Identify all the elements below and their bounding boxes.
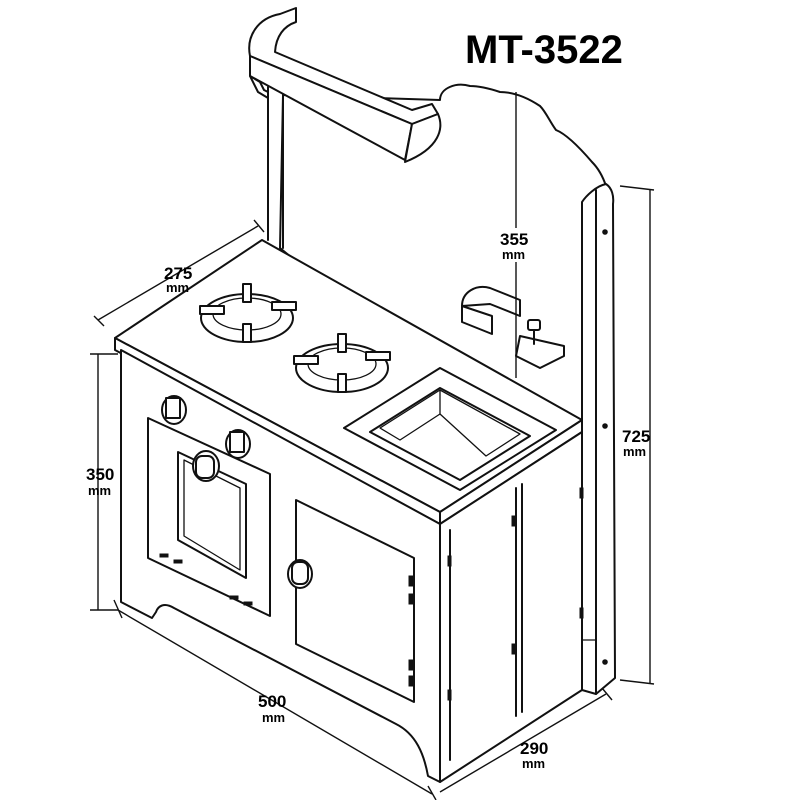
svg-text:mm: mm <box>522 756 545 771</box>
depth-label: 290 mm <box>520 739 548 771</box>
svg-text:mm: mm <box>502 247 525 262</box>
svg-text:350: 350 <box>86 465 114 484</box>
width-label: 500 mm <box>258 692 286 725</box>
cabinet-door <box>295 499 415 703</box>
svg-text:mm: mm <box>88 483 111 498</box>
svg-text:mm: mm <box>166 280 189 295</box>
right-side-panel <box>581 183 616 695</box>
counter-height-label: 350 mm <box>86 465 114 498</box>
dimension-lines <box>90 92 655 800</box>
burner-left <box>199 283 297 343</box>
svg-text:290: 290 <box>520 739 548 758</box>
svg-text:725: 725 <box>622 427 650 446</box>
sink <box>343 367 557 491</box>
svg-text:275: 275 <box>164 264 192 283</box>
faucet <box>461 286 565 369</box>
backboard-height-label: 355 mm <box>496 228 534 262</box>
svg-text:355: 355 <box>500 230 528 249</box>
svg-text:mm: mm <box>623 444 646 459</box>
model-number: MT-3522 <box>465 28 623 72</box>
burner-right <box>293 333 391 393</box>
control-knobs <box>161 395 313 589</box>
total-height-label: 725 mm <box>622 427 650 459</box>
oven-door <box>147 417 271 617</box>
svg-text:500: 500 <box>258 692 286 711</box>
top-depth-label: 275 mm <box>164 264 192 295</box>
top-shelf <box>248 7 442 249</box>
dimension-labels: 500 mm 290 mm 725 mm 350 mm 275 mm 355 m… <box>86 228 650 771</box>
svg-text:mm: mm <box>262 710 285 725</box>
